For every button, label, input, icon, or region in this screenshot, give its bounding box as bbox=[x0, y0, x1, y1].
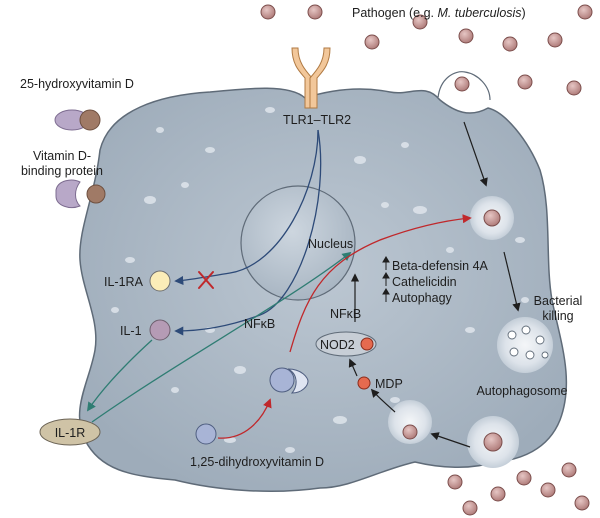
bacterium-phagosome-top bbox=[483, 209, 501, 227]
label-gene-beta-defensin: Beta-defensin 4A bbox=[392, 259, 489, 273]
nod2-bound-mdp bbox=[360, 337, 374, 351]
arrow-il1-il1r bbox=[86, 339, 153, 412]
il1r-receptor bbox=[39, 418, 101, 446]
bacterium-icon bbox=[260, 4, 276, 20]
label-pathogen: Pathogen (e.g. M. tuberculosis) bbox=[352, 6, 526, 20]
nod2-receptor bbox=[315, 331, 377, 357]
arrow-uptake-to-processing bbox=[430, 432, 471, 448]
il1ra-molecule bbox=[149, 270, 171, 292]
label-il1r: IL-1R bbox=[55, 426, 86, 440]
calcitriol-molecule bbox=[195, 423, 217, 445]
arrow-calcitriol-vdr bbox=[217, 398, 272, 439]
label-mdp: MDP bbox=[375, 377, 403, 391]
label-gene-cathelicidin: Cathelicidin bbox=[392, 275, 457, 289]
label-gene-autophagy: Autophagy bbox=[392, 291, 453, 305]
bacterium-processing bbox=[402, 424, 418, 440]
label-autophagosome: Autophagosome bbox=[476, 384, 567, 398]
extracellular-bacteria bbox=[260, 4, 593, 516]
il1-molecule bbox=[149, 319, 171, 341]
autophagosome-debris bbox=[507, 325, 549, 360]
free-vitamin-d bbox=[86, 184, 106, 204]
inhibition-x-icon bbox=[198, 271, 214, 289]
up-arrow-icon bbox=[382, 256, 390, 302]
label-nucleus: Nucleus bbox=[308, 237, 353, 251]
label-dbp-line1: Vitamin D- bbox=[33, 149, 91, 163]
label-tlr: TLR1–TLR2 bbox=[283, 113, 351, 127]
receptor-icon bbox=[291, 47, 331, 109]
label-hydroxyvitamin-d: 25-hydroxyvitamin D bbox=[20, 77, 134, 91]
nucleus bbox=[240, 185, 356, 301]
arrow-vesicle-mdp bbox=[370, 388, 396, 413]
bacterium-uptake bbox=[483, 432, 503, 452]
processing-vesicle bbox=[388, 400, 432, 444]
label-killing-line2: killing bbox=[542, 309, 573, 323]
arrow-tlr-il1ra bbox=[174, 129, 319, 286]
arrow-vdr-phagosome bbox=[289, 214, 472, 353]
label-nod2: NOD2 bbox=[320, 338, 355, 352]
vitamin-d-binding-protein-icon bbox=[55, 179, 81, 209]
label-il1: IL-1 bbox=[120, 324, 142, 338]
arrow-il1r-nucleus bbox=[91, 251, 352, 423]
label-dihydroxyvitamin-d: 1,25-dihydroxyvitamin D bbox=[190, 455, 324, 469]
mdp-molecule bbox=[357, 376, 371, 390]
label-nfkb-right: NFκB bbox=[330, 307, 361, 321]
vdr-complex bbox=[269, 367, 309, 394]
arrow-mdp-nod2 bbox=[348, 358, 358, 377]
arrow-bottom-bacteria bbox=[492, 468, 493, 470]
arrow-uptake bbox=[463, 121, 488, 187]
label-killing-line1: Bacterial bbox=[534, 294, 583, 308]
label-il1ra: IL-1RA bbox=[104, 275, 144, 289]
label-dbp-line2: binding protein bbox=[21, 164, 103, 178]
arrow-to-autophagosome bbox=[503, 251, 521, 312]
label-nfkb-left: NFκB bbox=[244, 317, 275, 331]
autophagosome bbox=[497, 317, 553, 373]
arrow-tlr-il1 bbox=[174, 129, 322, 336]
vitamin-d-complex-icon bbox=[54, 109, 101, 131]
